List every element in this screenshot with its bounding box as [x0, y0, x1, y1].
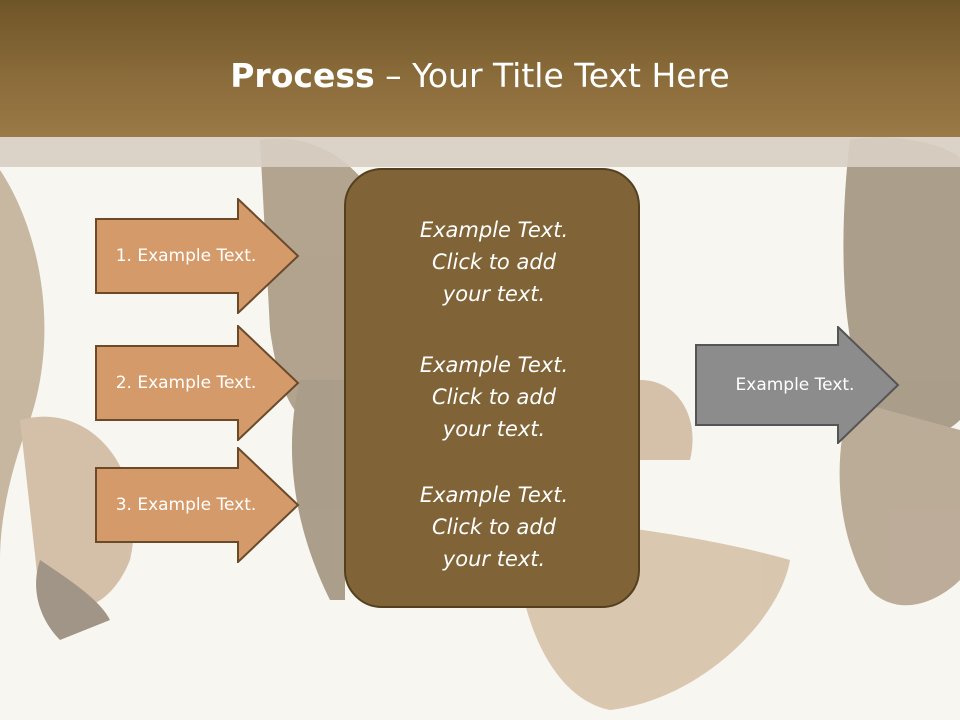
step-arrow-1[interactable]: 1. Example Text. — [95, 198, 300, 314]
step-label: 3. Example Text. — [115, 495, 257, 515]
slide-title[interactable]: Process – Your Title Text Here — [0, 52, 960, 100]
arrow-right-icon — [95, 198, 300, 314]
title-bold: Process — [230, 56, 375, 95]
step-arrow-2[interactable]: 2. Example Text. — [95, 325, 300, 441]
title-bar — [0, 0, 960, 137]
step-label: 2. Example Text. — [115, 373, 257, 393]
center-paragraph-3: Example Text. Click to add your text. — [419, 483, 569, 571]
output-arrow[interactable]: Example Text. — [695, 326, 900, 444]
step-label: 1. Example Text. — [115, 246, 257, 266]
title-rest: – Your Title Text Here — [374, 56, 730, 95]
center-paragraph-2: Example Text. Click to add your text. — [419, 353, 569, 441]
output-label: Example Text. — [735, 375, 855, 395]
arrow-right-icon — [95, 325, 300, 441]
step-arrow-3[interactable]: 3. Example Text. — [95, 447, 300, 563]
center-paragraph-1: Example Text. Click to add your text. — [419, 218, 569, 306]
arrow-right-icon — [95, 447, 300, 563]
arrow-right-icon — [695, 326, 900, 444]
center-text-box[interactable]: Example Text. Click to add your text. Ex… — [344, 168, 640, 608]
title-band — [0, 137, 960, 167]
